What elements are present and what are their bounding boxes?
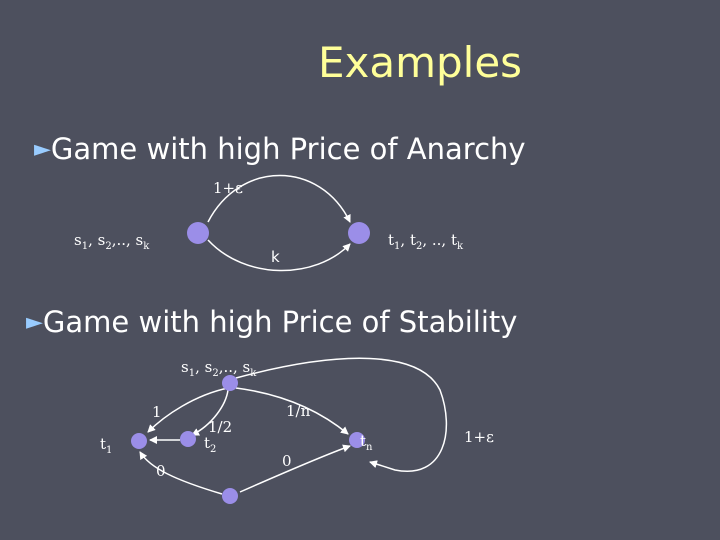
cost-1: 1 bbox=[152, 403, 162, 421]
bullet-price-of-anarchy: ►Game with high Price of Anarchy bbox=[34, 132, 526, 166]
cost-half: 1/2 bbox=[208, 418, 232, 436]
cost-eps: 1+ε bbox=[464, 428, 494, 446]
edge-bottom bbox=[207, 239, 351, 272]
bullet-triangle-icon: ► bbox=[34, 137, 51, 162]
t2-node bbox=[180, 431, 196, 447]
t1-node bbox=[131, 433, 147, 449]
edge-top bbox=[207, 174, 351, 223]
source-node bbox=[222, 375, 238, 391]
target-node bbox=[348, 222, 370, 244]
edge-s-tn bbox=[235, 387, 349, 435]
bottom-edge-cost: k bbox=[271, 248, 280, 266]
source-label: s1, s2,.., sk bbox=[74, 231, 150, 252]
stability-diagram: s1, s2,.., sk 1 1/2 1/n t1 t2 tn 0 0 1+ε bbox=[100, 357, 494, 504]
bottom-node bbox=[222, 488, 238, 504]
slide-title: Examples bbox=[317, 38, 523, 87]
bullet-triangle-icon: ► bbox=[26, 310, 43, 335]
bullet-text: Game with high Price of Stability bbox=[42, 305, 518, 339]
tn-label: tn bbox=[360, 432, 373, 453]
t1-label: t1 bbox=[100, 435, 112, 456]
anarchy-diagram: 1+ε k s1, s2,.., sk t1, t2, .., tk bbox=[74, 174, 464, 272]
cost-0-right: 0 bbox=[282, 452, 292, 470]
edge-s-t1 bbox=[147, 387, 229, 433]
edge-bottom-t1 bbox=[139, 451, 223, 495]
source-label: s1, s2,.., sk bbox=[181, 358, 257, 379]
edge-bottom-tn bbox=[239, 444, 351, 493]
cost-0-left: 0 bbox=[156, 462, 166, 480]
edge-s-tn-eps bbox=[235, 357, 448, 473]
source-node bbox=[187, 222, 209, 244]
edge-s-t2 bbox=[191, 389, 229, 436]
bullet-price-of-stability: ►Game with high Price of Stability bbox=[26, 305, 517, 339]
top-edge-cost: 1+ε bbox=[213, 179, 243, 197]
bullet-text: Game with high Price of Anarchy bbox=[50, 132, 526, 166]
cost-1-over-n: 1/n bbox=[286, 402, 311, 420]
target-label: t1, t2, .., tk bbox=[388, 231, 464, 252]
t2-label: t2 bbox=[204, 434, 216, 455]
tn-node bbox=[349, 432, 365, 448]
